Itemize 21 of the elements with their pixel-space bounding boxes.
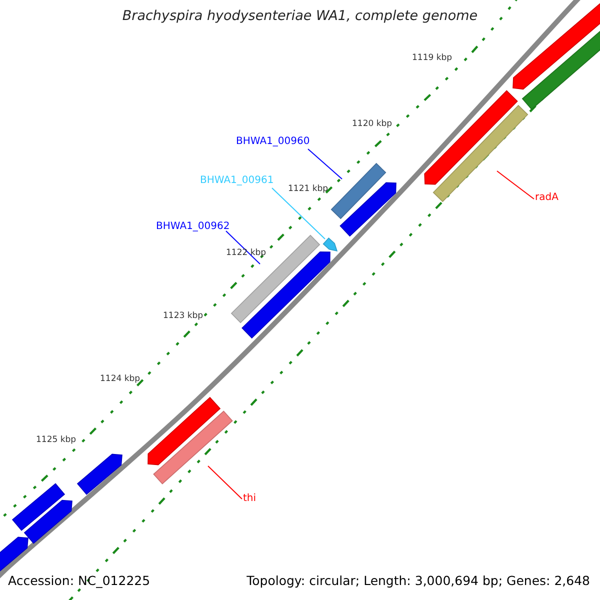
gene-label: BHWA1_00960 bbox=[236, 137, 310, 147]
leader-line bbox=[208, 466, 242, 500]
leader-line bbox=[226, 230, 260, 264]
leader-line bbox=[308, 148, 342, 180]
scale-label: 1120 kbp bbox=[352, 120, 392, 128]
gene-label: BHWA1_00961 bbox=[200, 176, 274, 186]
map-title: Brachyspira hyodysenteriae WA1, complete genome bbox=[121, 10, 479, 24]
leader-line bbox=[272, 188, 326, 240]
scale-label: 1122 kbp bbox=[226, 249, 266, 258]
scale-label: 1119 kbp bbox=[412, 54, 452, 62]
gene-label: BHWA1_00962 bbox=[156, 222, 230, 232]
gene-bar bbox=[153, 410, 233, 484]
genome-info-text: Topology: circular; Length: 3,000,694 bp; Genes: 2,648 bbox=[246, 575, 590, 588]
gene-bar bbox=[322, 237, 338, 252]
accession-text: Accession: NC_012225 bbox=[8, 575, 150, 588]
leader-line bbox=[496, 170, 534, 200]
gene-label: radA bbox=[535, 193, 558, 203]
gene-bar bbox=[432, 104, 528, 202]
scale-label: 1125 kbp bbox=[36, 436, 76, 444]
gene-label: thi bbox=[243, 494, 256, 504]
gene-bar bbox=[330, 162, 386, 220]
